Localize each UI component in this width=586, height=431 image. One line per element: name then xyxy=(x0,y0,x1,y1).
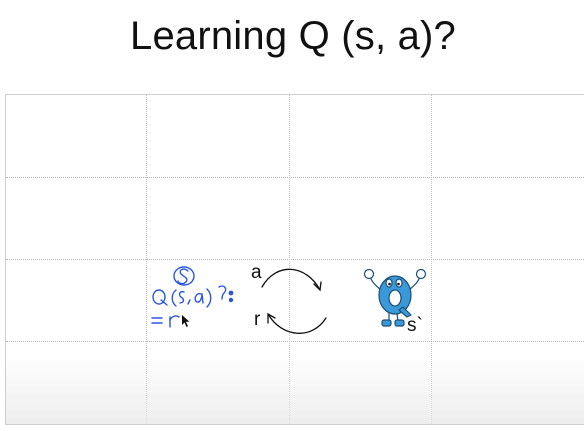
slide-title: Learning Q (s, a)? xyxy=(130,14,456,58)
grid-line-h2 xyxy=(6,259,584,260)
whiteboard-area xyxy=(5,94,584,425)
reward-label: r xyxy=(254,309,261,330)
reward-arrow xyxy=(267,313,327,334)
grid-line-v1 xyxy=(146,95,147,424)
grid-line-h1 xyxy=(6,177,584,178)
action-label: a xyxy=(251,262,262,283)
action-arrow xyxy=(261,268,321,291)
grid-line-h3 xyxy=(6,341,584,342)
mouse-cursor-icon xyxy=(182,315,190,327)
grid-line-v2 xyxy=(289,95,290,424)
next-state-label: s` xyxy=(407,315,423,336)
grid-line-v3 xyxy=(431,95,432,424)
bottom-shadow xyxy=(6,354,584,424)
